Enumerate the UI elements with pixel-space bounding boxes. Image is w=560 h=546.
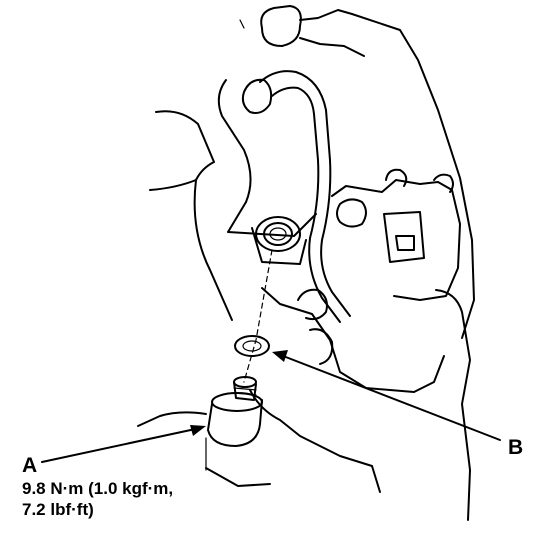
callout-a-label: A (22, 454, 38, 477)
torque-specification: 9.8 N·m (1.0 kgf·m, 7.2 lbf·ft) (22, 478, 173, 520)
callout-b-label: B (508, 436, 524, 459)
valve-body (297, 168, 461, 321)
hose-line (241, 70, 351, 323)
drain-plug (207, 376, 263, 447)
lower-casting (137, 287, 471, 521)
housing-body (149, 79, 317, 321)
sealing-washer (234, 335, 270, 357)
torque-line-2: 7.2 lbf·ft) (22, 500, 94, 519)
callout-b-leader (272, 350, 501, 441)
upper-bracket (239, 5, 475, 339)
install-guide-line (243, 249, 273, 383)
plug-port (251, 216, 307, 265)
callout-a-leader (41, 425, 206, 463)
torque-line-1: 9.8 N·m (1.0 kgf·m, (22, 479, 174, 498)
